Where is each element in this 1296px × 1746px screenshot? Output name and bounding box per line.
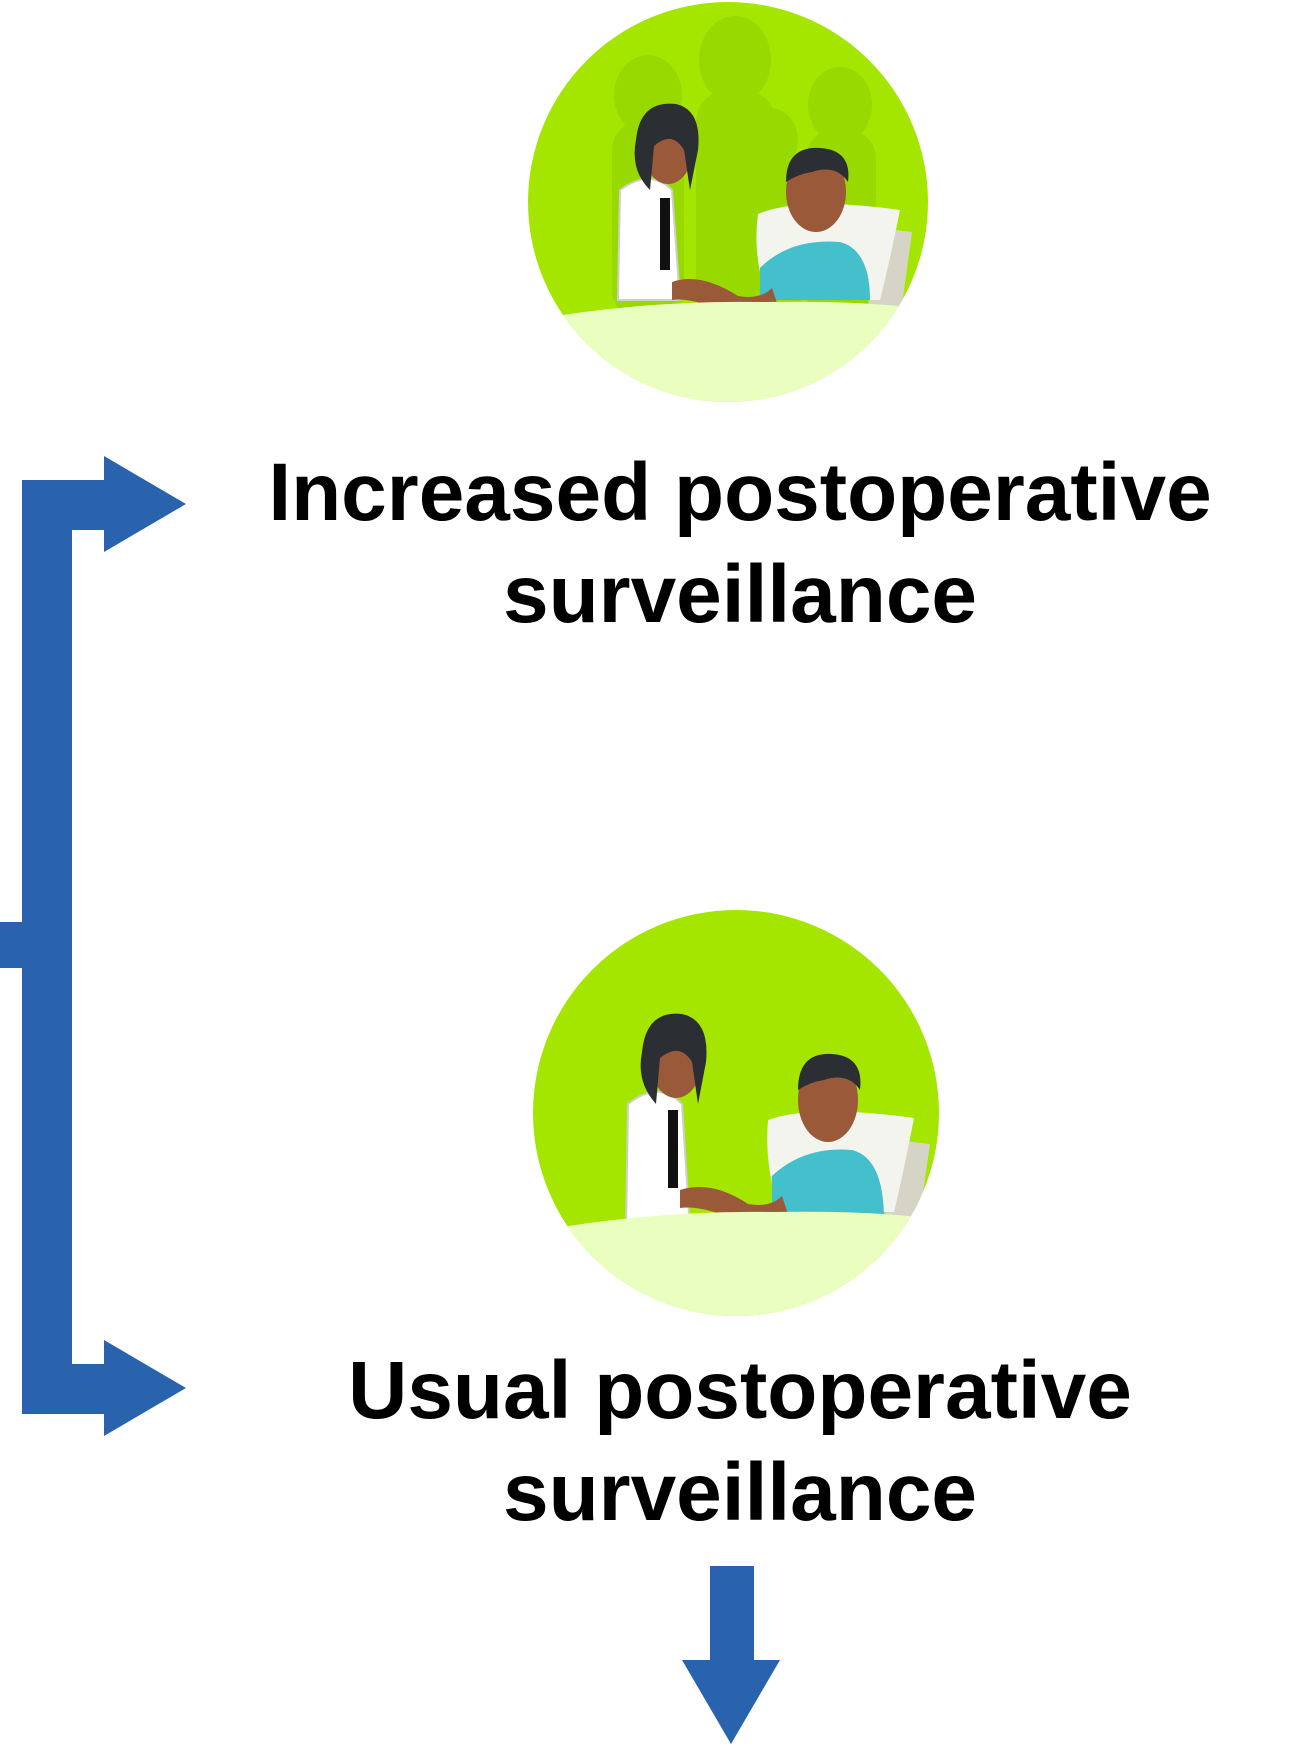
usual-surveillance-line1: Usual postoperative [348,1345,1132,1436]
increased-surveillance-line2: surveillance [502,549,978,640]
arrow-to-usual-head [104,1340,186,1436]
down-arrow-head [682,1660,780,1744]
doctor-patient-bedside-icon [533,910,939,1316]
usual-surveillance-label: Usual postoperative surveillance [200,1340,1280,1544]
arrow-to-increased-head [104,456,186,552]
doctor-patient-bedside-crowd-icon [528,2,928,402]
bracket-bottom-arm [22,1364,106,1414]
down-arrow [682,1566,780,1744]
increased-surveillance-label: Increased postoperative surveillance [200,442,1280,646]
usual-surveillance-line2: surveillance [502,1447,978,1538]
bracket-top-arm [22,480,106,530]
bracket-vertical-bar [22,480,72,1414]
down-arrow-shaft [710,1566,754,1662]
branch-bracket-arrow [0,456,186,1436]
increased-surveillance-line1: Increased postoperative [268,447,1212,538]
